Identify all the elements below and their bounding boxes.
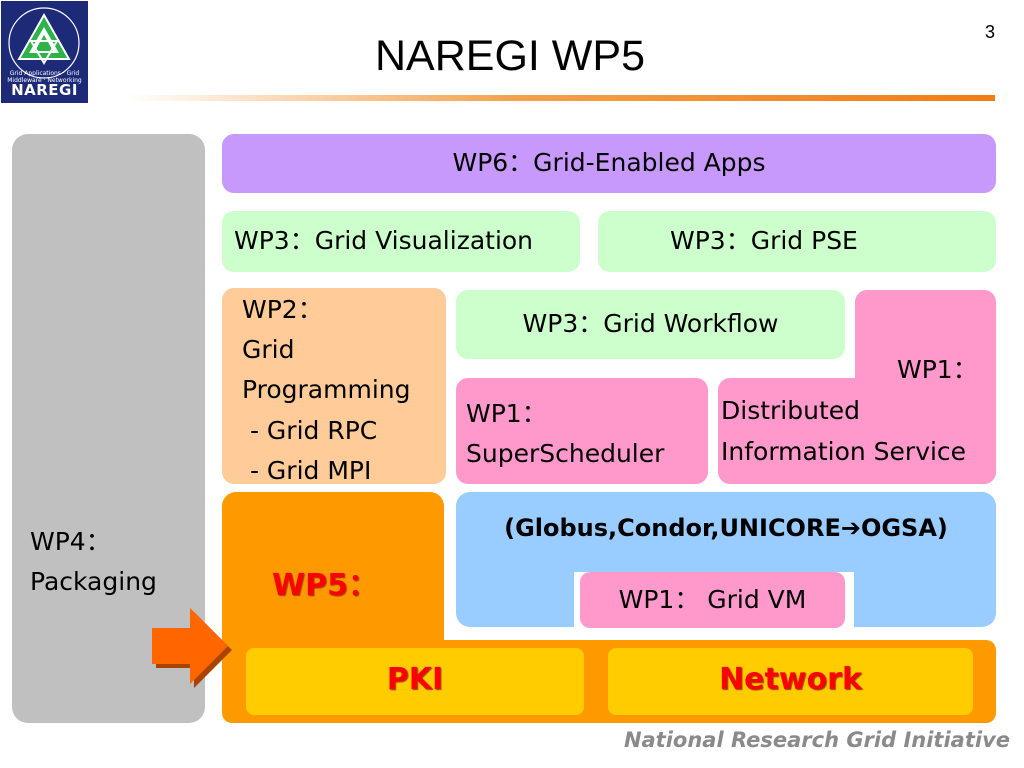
logo-emblem-icon (8, 7, 80, 79)
wp6-apps-box: WP6：Grid-Enabled Apps (222, 134, 996, 193)
wp1-dis-label-line1: WP1： (897, 355, 978, 384)
naregi-logo: Grid Applications · Grid Middleware · Ne… (1, 1, 88, 103)
wp2-label-line3: Programming (242, 375, 411, 404)
wp2-programming-box: WP2： Grid Programming - Grid RPC - Grid … (222, 288, 446, 485)
wp1-grid-vm-box: WP1： Grid VM (580, 572, 845, 628)
footer-text: National Research Grid Initiative (623, 728, 1010, 752)
right-arrow-icon (152, 608, 232, 688)
wp3-pse-box: WP3：Grid PSE (598, 211, 996, 272)
wp5-box-upper: WP5： (222, 492, 444, 652)
wp1-superscheduler-label-line1: WP1： (466, 399, 547, 428)
pki-box: PKI (246, 648, 584, 715)
wp2-label-line4: - Grid RPC (242, 416, 378, 445)
wp3-visualization-box: WP3：Grid Visualization (222, 211, 580, 272)
network-box: Network (608, 648, 973, 715)
wp1-superscheduler-label-line2: SuperScheduler (466, 439, 665, 468)
wp3-visualization-label: WP3：Grid Visualization (234, 226, 534, 255)
wp4-label-line1: WP4： (30, 527, 111, 556)
middleware-box: (Globus,Condor,UNICORE➔OGSA) (456, 492, 996, 572)
wp2-label-line2: Grid (242, 335, 295, 364)
middleware-label: (Globus,Condor,UNICORE➔OGSA) (504, 514, 948, 542)
title-underline (125, 95, 995, 101)
wp6-label: WP6：Grid-Enabled Apps (452, 148, 766, 177)
wp3-pse-label: WP3：Grid PSE (670, 226, 858, 255)
wp1-grid-vm-label: WP1： Grid VM (618, 585, 807, 614)
wp5-label: WP5： (272, 568, 378, 603)
pki-label: PKI (386, 662, 444, 697)
middleware-box-right-leg (854, 560, 996, 627)
wp1-dis-label-line2: Distributed (721, 396, 861, 425)
wp1-superscheduler-box: WP1： SuperScheduler (456, 378, 708, 484)
page-number: 3 (984, 22, 995, 42)
wp3-workflow-label: WP3：Grid Workflow (522, 309, 779, 338)
wp2-label-line5: - Grid MPI (242, 456, 372, 485)
middleware-box-left-leg (456, 560, 574, 627)
wp4-label-line2: Packaging (30, 567, 157, 596)
slide-title: NAREGI WP5 (375, 32, 645, 80)
logo-brand-text: NAREGI (11, 81, 78, 99)
wp1-dis-box-lower (718, 378, 996, 484)
wp3-workflow-box: WP3：Grid Workflow (456, 290, 845, 359)
wp1-dis-label-line3: Information Service (721, 437, 967, 466)
logo-ring-text: Grid Applications · Grid Middleware · Ne… (7, 70, 82, 84)
network-label: Network (719, 662, 862, 697)
wp4-packaging-box: WP4： Packaging (12, 134, 205, 723)
wp2-label-line1: WP2： (242, 295, 323, 324)
